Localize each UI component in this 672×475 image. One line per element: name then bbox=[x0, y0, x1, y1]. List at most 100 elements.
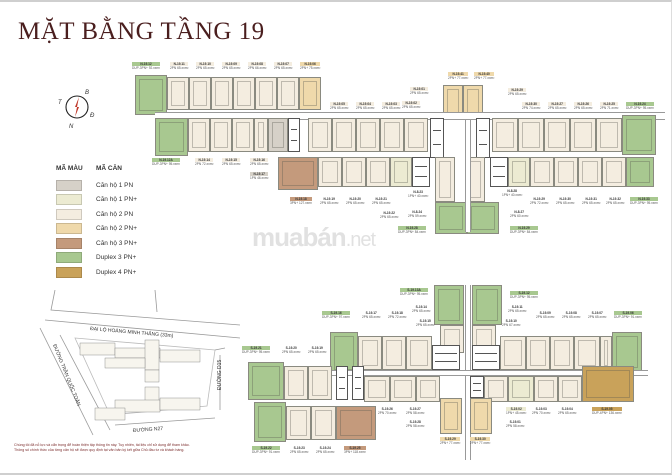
unit-s-19-27a[interactable] bbox=[390, 376, 416, 402]
unit-s-19-30[interactable] bbox=[470, 398, 492, 434]
unit-s-19-12[interactable] bbox=[472, 285, 502, 325]
unit-n-19-11[interactable] bbox=[167, 77, 189, 110]
unit-n-19-16[interactable] bbox=[232, 118, 254, 152]
unit-n-19-25a[interactable] bbox=[570, 118, 596, 152]
unit-s-19-24[interactable] bbox=[311, 406, 336, 440]
elevator-core bbox=[432, 345, 460, 370]
legend-item: Căn hộ 1 PN+ bbox=[56, 193, 137, 208]
unit-n-19-27[interactable] bbox=[518, 118, 544, 152]
unit-n-19-19[interactable] bbox=[318, 157, 342, 187]
unit-n-8-23[interactable] bbox=[435, 157, 455, 202]
unit-n-19-12a[interactable] bbox=[155, 118, 188, 156]
unit-n-19-30b[interactable] bbox=[554, 157, 578, 187]
unit-s-19-03[interactable] bbox=[534, 376, 558, 402]
unit-n-19-15[interactable] bbox=[210, 118, 232, 152]
unit-s-19-19[interactable] bbox=[308, 366, 332, 400]
unit-n-19-22[interactable] bbox=[390, 157, 412, 187]
unit-n-19-21[interactable] bbox=[366, 157, 390, 187]
unit-s-19-25[interactable] bbox=[336, 406, 376, 440]
legend-swatch bbox=[56, 237, 82, 249]
unit-s-19-18[interactable] bbox=[382, 336, 406, 370]
unit-s-19-04[interactable] bbox=[558, 376, 582, 402]
unit-n-19-25[interactable] bbox=[596, 118, 622, 152]
unit-n-19-20[interactable] bbox=[342, 157, 366, 187]
unit-s-19-05[interactable] bbox=[582, 366, 634, 402]
unit-n-19-09[interactable] bbox=[211, 77, 233, 110]
unit-s-19-21[interactable] bbox=[248, 362, 284, 400]
unit-s-19-26a[interactable] bbox=[364, 376, 390, 402]
unit-s-19-22[interactable] bbox=[254, 402, 286, 442]
unit-s-19-28a[interactable] bbox=[416, 376, 440, 402]
unit-n-19-06a[interactable] bbox=[277, 77, 299, 110]
elevator-core bbox=[336, 366, 348, 400]
unit-s-19-29[interactable] bbox=[440, 398, 462, 434]
unit-n-19-24[interactable] bbox=[622, 115, 656, 155]
legend-swatch bbox=[56, 223, 82, 235]
unit-s-19-10[interactable] bbox=[500, 336, 526, 370]
unit-n-19-06[interactable] bbox=[299, 77, 321, 110]
compass-east: Đ bbox=[90, 113, 95, 119]
unit-n-19-30[interactable] bbox=[492, 118, 518, 152]
unit-s-19-07b[interactable] bbox=[600, 336, 612, 370]
unit-s-19-06[interactable] bbox=[612, 332, 642, 372]
unit-n-19-12[interactable] bbox=[135, 75, 167, 115]
disclaimer-line: Thông số chính thức của từng căn hộ sẽ đ… bbox=[14, 448, 185, 452]
unit-n-19-01[interactable] bbox=[404, 118, 428, 152]
unit-n-19-05[interactable] bbox=[308, 118, 332, 152]
unit-n-19-03[interactable] bbox=[356, 118, 380, 152]
unit-n-19-18[interactable] bbox=[278, 157, 318, 190]
unit-s-19-15[interactable] bbox=[406, 336, 432, 370]
unit-n-19-26[interactable] bbox=[544, 118, 570, 152]
unit-s-19-13a[interactable] bbox=[434, 285, 464, 325]
compass-north: B bbox=[85, 90, 89, 96]
unit-n-19-04[interactable] bbox=[332, 118, 356, 152]
unit-n-19-07[interactable] bbox=[255, 77, 277, 110]
unit-s-19-02[interactable] bbox=[508, 376, 534, 402]
unit-s-19-02a[interactable] bbox=[484, 376, 508, 402]
unit-n-19-28b[interactable] bbox=[508, 157, 530, 187]
unit-s-19-17[interactable] bbox=[358, 336, 382, 370]
unit-n-19-29b[interactable] bbox=[530, 157, 554, 187]
unit-n-19-14[interactable] bbox=[188, 118, 210, 152]
unit-n-19-10[interactable] bbox=[189, 77, 211, 110]
compass-south: N bbox=[69, 124, 74, 130]
unit-n-19-33[interactable] bbox=[626, 157, 654, 187]
unit-n-19-29[interactable] bbox=[467, 202, 499, 234]
unit-s-19-07[interactable] bbox=[574, 336, 600, 370]
unit-s-19-23[interactable] bbox=[286, 406, 311, 440]
unit-n-19-31[interactable] bbox=[578, 157, 602, 187]
unit-n-19-28[interactable] bbox=[435, 202, 467, 234]
unit-n-19-16b[interactable] bbox=[254, 118, 268, 152]
legend-swatch bbox=[56, 208, 82, 220]
unit-s-19-08[interactable] bbox=[550, 336, 574, 370]
unit-n-19-17[interactable] bbox=[268, 118, 288, 152]
unit-n-19-32[interactable] bbox=[602, 157, 626, 187]
road-label: ĐẠI LỘ HOÀNG MINH THẮNG (33m) bbox=[90, 324, 174, 339]
unit-n-19-08[interactable] bbox=[233, 77, 255, 110]
unit-n-19-02[interactable] bbox=[380, 118, 404, 152]
unit-s-19-09[interactable] bbox=[526, 336, 550, 370]
unit-s-19-20[interactable] bbox=[284, 366, 308, 400]
